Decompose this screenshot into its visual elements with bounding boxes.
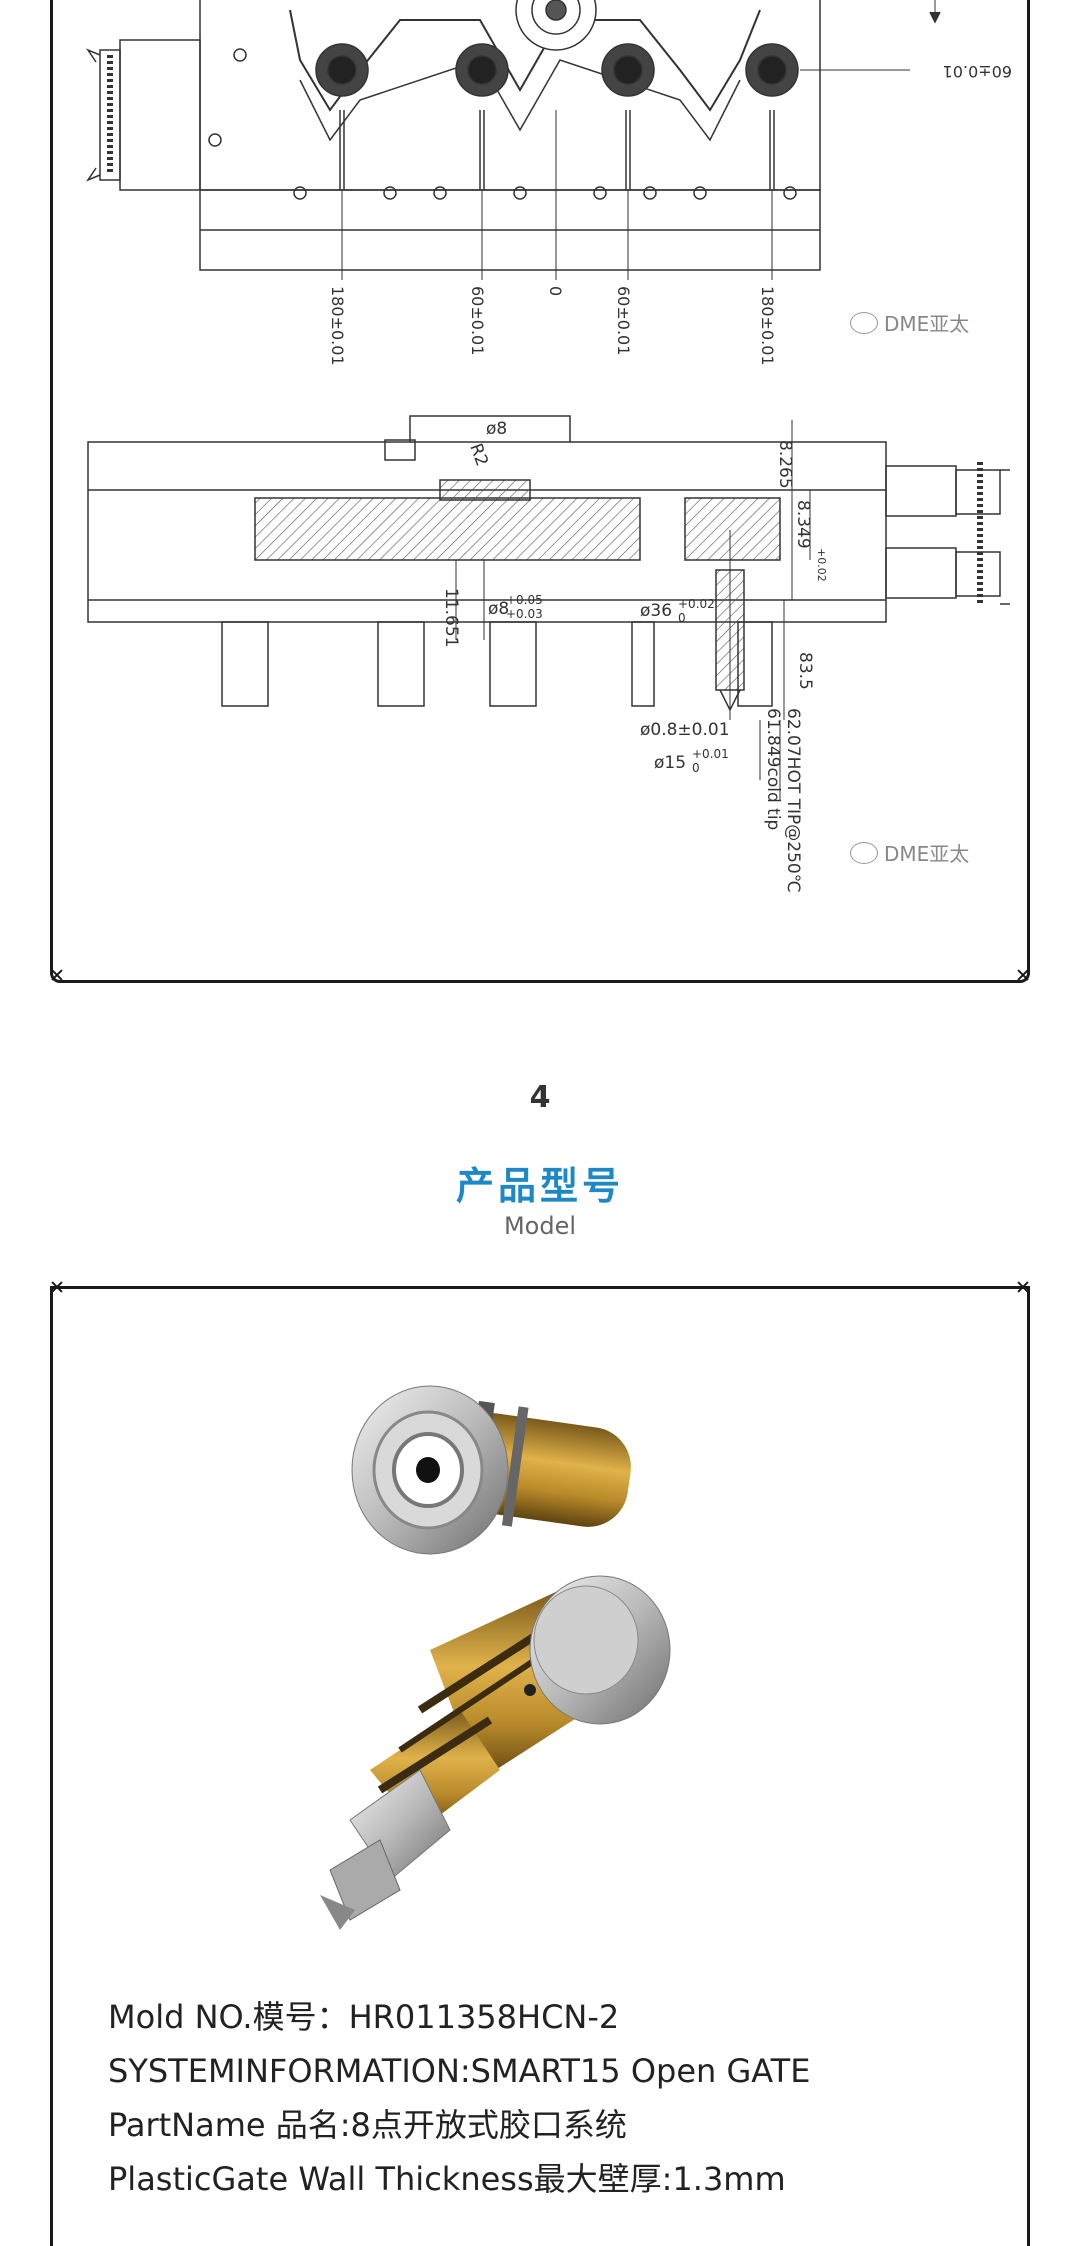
- spec-list: Mold NO.模号：HR011358HCN-2 SYSTEMINFORMATI…: [108, 1990, 810, 2206]
- upper-nozzle: [351, 1385, 631, 1555]
- section-title: 产品型号: [455, 1164, 624, 1208]
- lower-nozzle: [320, 1575, 671, 1930]
- svg-text:+0.02: +0.02: [815, 548, 828, 582]
- svg-text:ø15: ø15: [654, 753, 686, 773]
- svg-text:+0.05: +0.05: [506, 593, 543, 607]
- spec-part-name: PartName 品名:8点开放式胶口系统: [108, 2106, 627, 2144]
- svg-text:8.265: 8.265: [775, 440, 795, 489]
- svg-text:60±0.01: 60±0.01: [943, 62, 1012, 81]
- svg-text:0: 0: [678, 611, 686, 625]
- svg-text:+0.03: +0.03: [506, 607, 543, 621]
- spec-system-info: SYSTEMINFORMATION:SMART15 Open GATE: [108, 2052, 811, 2090]
- watermark-text: DME亚太: [884, 842, 970, 866]
- product-frame: [50, 1286, 1030, 2246]
- frame-corner-mark: [1016, 1280, 1030, 1294]
- section-number: 4: [529, 1080, 551, 1115]
- svg-text:180±0.01: 180±0.01: [758, 286, 777, 366]
- svg-text:R2: R2: [465, 441, 492, 469]
- drawing-frame: [50, 0, 1030, 983]
- svg-text:+0.02: +0.02: [678, 597, 715, 611]
- wechat-icon: [850, 311, 878, 334]
- watermark-text: DME亚太: [884, 312, 970, 336]
- watermark: DME亚太: [850, 838, 969, 867]
- section-dim-labels: ø8 R2 8.265 8.349 +0.02 11.651 ø8 +0.05 …: [441, 419, 828, 893]
- svg-text:180±0.01: 180±0.01: [328, 286, 347, 366]
- watermark: DME亚太: [850, 308, 969, 337]
- svg-text:+0.01: +0.01: [692, 747, 729, 761]
- svg-text:8.349: 8.349: [793, 500, 813, 549]
- technical-drawing: 180±0.01 60±0.01 0 60±0.01 180±0.01 60±0…: [86, 0, 1012, 893]
- svg-text:ø36: ø36: [640, 601, 672, 621]
- section-subtitle: Model: [503, 1212, 577, 1240]
- svg-text:60±0.01: 60±0.01: [468, 286, 487, 355]
- svg-text:60±0.01: 60±0.01: [614, 286, 633, 355]
- plan-view: [86, 0, 941, 280]
- section-view: [87, 415, 1010, 800]
- svg-text:11.651: 11.651: [441, 588, 461, 647]
- svg-text:61.849cold tip: 61.849cold tip: [763, 708, 783, 830]
- drop-nozzle-circles: [315, 0, 799, 97]
- wechat-icon: [850, 841, 878, 864]
- svg-text:0: 0: [546, 286, 565, 296]
- product-photo: [320, 1385, 671, 1930]
- spec-wall-thickness: PlasticGate Wall Thickness最大壁厚:1.3mm: [108, 2160, 786, 2198]
- svg-text:ø0.8±0.01: ø0.8±0.01: [640, 720, 730, 740]
- plan-dim-labels: 180±0.01 60±0.01 0 60±0.01 180±0.01 60±0…: [328, 62, 1012, 366]
- svg-text:83.5: 83.5: [795, 652, 815, 690]
- spec-mold-no: Mold NO.模号：HR011358HCN-2: [108, 1998, 620, 2036]
- svg-text:62.07HOT TIP@250℃: 62.07HOT TIP@250℃: [783, 708, 803, 893]
- svg-text:ø8: ø8: [486, 419, 507, 439]
- frame-corner-mark: [50, 1280, 64, 1294]
- svg-text:ø8: ø8: [488, 599, 509, 619]
- svg-text:0: 0: [692, 761, 700, 775]
